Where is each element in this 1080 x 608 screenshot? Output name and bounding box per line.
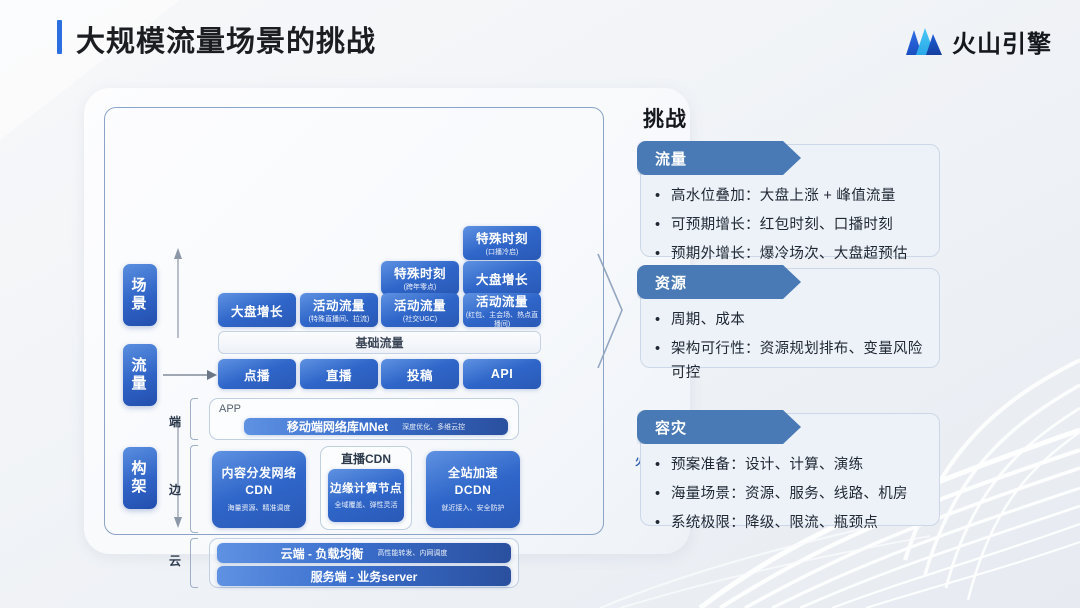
server-label: 服务端 - 业务server	[310, 569, 418, 584]
brand-logo: 火山引擎	[905, 24, 1052, 59]
layer-label-cloud-text: 云	[169, 554, 182, 568]
edge-compute-node-title: 边缘计算节点	[330, 483, 402, 496]
page-title: 大规模流量场景的挑战	[76, 26, 377, 58]
challenge-card-resource-tag: 资源	[637, 265, 801, 299]
scenario-block-huodong-3: 活动流量 (红包、主会场、热点直播间)	[463, 293, 541, 328]
edge-product-dcdn-title: 全站加速	[447, 466, 498, 481]
challenge-card-traffic: 流量 高水位叠加：大盘上涨 + 峰值流量 可预期增长：红包时刻、口播时刻 预期外…	[637, 141, 940, 267]
cloud-lb-label: 云端 - 负载均衡	[280, 546, 364, 561]
edge-compute-node-box: 边缘计算节点 全域覆盖、弹性灵活	[328, 469, 404, 522]
mnet-label: 移动端网络库MNet	[286, 420, 389, 434]
traffic-channel-label: 点播	[243, 368, 270, 383]
layer-label-edge-text: 边	[169, 483, 182, 497]
axis-label-scenario: 场景	[123, 264, 157, 326]
scenario-block-teshu-2: 特殊时刻 (口播冷启)	[463, 226, 541, 260]
traffic-channel-tougao: 投稿	[381, 359, 459, 389]
edge-product-cdn-code: CDN	[245, 482, 273, 497]
traffic-channel-dianbo: 点播	[218, 359, 296, 389]
list-item: 架构可行性：资源规划排布、变量风险可控	[655, 338, 923, 386]
scenario-block-huodong-1: 活动流量 (特殊直播间、拉流)	[300, 293, 378, 327]
live-cdn-group-title: 直播CDN	[320, 450, 412, 467]
edge-product-dcdn-code: DCDN	[454, 482, 492, 497]
mnet-note: 深度优化、多维云控	[402, 423, 466, 431]
page-header: 大规模流量场景的挑战 火山引擎	[0, 0, 1080, 80]
traffic-channel-label: API	[490, 367, 514, 381]
mnet-bar: 移动端网络库MNet 深度优化、多维云控	[244, 418, 508, 435]
scenario-block-title: 活动流量	[312, 299, 365, 314]
scenario-block-sub: (红包、主会场、热点直播间)	[465, 311, 539, 328]
traffic-channel-label: 直播	[325, 368, 352, 383]
base-traffic-label: 基础流量	[355, 336, 404, 350]
scenario-block-title: 特殊时刻	[393, 267, 446, 282]
scenario-block-title: 特殊时刻	[475, 232, 528, 247]
cloud-lb-bar: 云端 - 负载均衡 高性能转发、内网调度	[217, 543, 511, 563]
list-item: 系统极限：降级、限流、瓶颈点	[655, 512, 923, 536]
layer-label-cloud: 云	[169, 552, 181, 569]
app-group-title: APP	[219, 403, 241, 415]
scenario-block-title: 活动流量	[393, 299, 446, 314]
list-item: 周期、成本	[655, 309, 923, 333]
layer-label-device: 端	[169, 413, 181, 430]
scenario-block-teshu-1: 特殊时刻 (跨年零点)	[381, 261, 459, 295]
list-item: 海量场景：资源、服务、线路、机房	[655, 483, 923, 507]
list-item: 预期外增长：爆冷场次、大盘超预估	[655, 243, 923, 267]
traffic-channel-zhibo: 直播	[300, 359, 378, 389]
layer-bracket-device	[190, 398, 198, 440]
layer-bracket-cloud	[190, 538, 198, 588]
scenario-block-sub: (口播冷启)	[485, 249, 519, 257]
scenario-block-title: 活动流量	[475, 294, 528, 309]
challenge-card-resource: 资源 周期、成本 架构可行性：资源规划排布、变量风险可控	[637, 265, 940, 381]
list-item: 可预期增长：红包时刻、口播时刻	[655, 214, 923, 238]
server-bar: 服务端 - 业务server	[217, 566, 511, 586]
scenario-block-title: 大盘增长	[475, 272, 528, 287]
edge-product-cdn-box: 内容分发网络 CDN 海量资源、精准调度	[212, 451, 306, 528]
cloud-lb-note: 高性能转发、内网调度	[377, 550, 448, 557]
edge-product-dcdn-sub: 就近接入、安全防护	[441, 504, 505, 512]
axis-label-architecture: 构架	[123, 447, 157, 509]
mountain-icon	[906, 27, 942, 55]
scenario-block-dapan-1: 大盘增长	[218, 293, 296, 327]
edge-product-dcdn-box: 全站加速 DCDN 就近接入、安全防护	[426, 451, 520, 528]
list-item: 高水位叠加：大盘上涨 + 峰值流量	[655, 185, 923, 209]
traffic-channel-label: 投稿	[406, 368, 433, 383]
logo-text: 火山引擎	[952, 31, 1052, 58]
challenge-heading: 挑战	[643, 108, 687, 131]
app-group-title-text: APP	[219, 403, 242, 415]
edge-compute-node-sub: 全域覆盖、弹性灵活	[334, 502, 398, 510]
scenario-block-sub: (特殊直播间、拉流)	[308, 316, 370, 324]
layer-label-edge: 边	[169, 481, 181, 498]
challenge-card-disaster-recovery-tag: 容灾	[637, 410, 801, 444]
base-traffic-bar: 基础流量	[218, 331, 541, 354]
scenario-block-huodong-2: 活动流量 (社交UGC)	[381, 293, 459, 327]
edge-product-cdn-title: 内容分发网络	[221, 466, 297, 481]
axis-label-traffic-char: 流量	[131, 356, 149, 392]
scenario-block-title: 大盘增长	[230, 304, 283, 319]
live-cdn-group-title-text: 直播CDN	[341, 452, 391, 466]
challenge-card-resource-list: 周期、成本 架构可行性：资源规划排布、变量风险可控	[641, 309, 939, 403]
challenge-card-disaster-recovery-list: 预案准备：设计、计算、演练 海量场景：资源、服务、线路、机房 系统极限：降级、限…	[641, 454, 939, 553]
axis-label-scenario-char1: 场景	[131, 276, 149, 312]
layer-bracket-edge	[190, 445, 198, 533]
layer-label-device-text: 端	[169, 415, 182, 429]
traffic-channel-api: API	[463, 359, 541, 389]
scenario-block-sub: (社交UGC)	[402, 316, 438, 324]
challenge-card-traffic-tag: 流量	[637, 141, 801, 175]
scenario-block-sub: (跨年零点)	[403, 284, 437, 292]
edge-product-cdn-sub: 海量资源、精准调度	[227, 504, 291, 512]
title-accent-bar	[57, 20, 62, 54]
axis-label-architecture-char: 构架	[131, 459, 149, 495]
list-item: 预案准备：设计、计算、演练	[655, 454, 923, 478]
challenge-card-disaster-recovery: 容灾 预案准备：设计、计算、演练 海量场景：资源、服务、线路、机房 系统极限：降…	[637, 410, 940, 536]
axis-label-traffic: 流量	[123, 344, 157, 406]
